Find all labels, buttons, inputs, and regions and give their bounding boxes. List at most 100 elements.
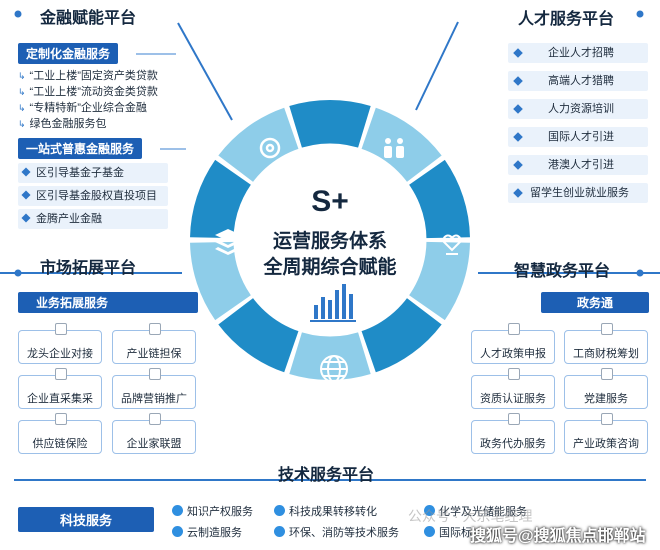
- cube-icon: [513, 76, 523, 86]
- tech-item-2: 科技成果转移转化: [274, 503, 377, 519]
- wheel-segment: [218, 297, 299, 373]
- gov-service-tag: 政务通: [541, 292, 649, 313]
- badge-icon: [508, 368, 520, 380]
- center-title: S+: [311, 185, 349, 218]
- finance-item-4: ↳绿色金融服务包: [18, 115, 107, 131]
- tech-item-label: 环保、消防等技术服务: [289, 527, 399, 539]
- talent-item-6: 留学生创业就业服务: [508, 183, 648, 203]
- finance-item-3: ↳“专精特新”企业综合金融: [18, 99, 147, 115]
- finance-platform-title: 金融赋能平台: [40, 10, 137, 27]
- gov-card-label: 人才政策申报: [480, 348, 546, 360]
- market-card-2: 产业链担保: [112, 323, 196, 364]
- gov-card-1: 人才政策申报: [471, 323, 555, 364]
- finance-item-label: 绿色金融服务包: [29, 118, 107, 130]
- bullet-icon: ↳: [18, 103, 26, 113]
- tech-item-label: 科技成果转移转化: [289, 506, 377, 518]
- market-card-label: 供应链保险: [32, 438, 88, 450]
- gov-card-label: 党建服务: [584, 393, 628, 405]
- gov-card-2: 工商财税筹划: [564, 323, 648, 364]
- finance-box-3: 金腾产业金融: [18, 209, 168, 229]
- gov-platform-title: 智慧政务平台: [514, 263, 611, 280]
- center-line2: 全周期综合赋能: [263, 257, 397, 278]
- finance-coin-icon: [259, 137, 281, 159]
- wheel-segment: [361, 297, 442, 373]
- finance-box-label: 区引导基金子基金: [36, 167, 124, 179]
- gov-card-label: 政务代办服务: [480, 438, 546, 450]
- finance-item-label: “工业上楼”流动资金类贷款: [29, 86, 158, 98]
- tech-service-tag: 科技服务: [18, 507, 154, 532]
- gov-card-label: 产业政策咨询: [573, 438, 639, 450]
- tech-item-label: 化学及光储能服务: [439, 506, 527, 518]
- cube-icon: [513, 188, 523, 198]
- wheel-segment: [361, 107, 442, 183]
- cart-icon: [55, 368, 67, 380]
- watermark-sohu: 搜狐号@搜狐焦点邯郸站: [470, 528, 646, 545]
- factory-icon: [601, 413, 613, 425]
- megaphone-icon: [149, 368, 161, 380]
- gear-icon: [274, 505, 285, 516]
- cloud-icon: [172, 526, 183, 537]
- business-expansion-tag: 业务拓展服务: [18, 292, 198, 313]
- umbrella-icon: [55, 413, 67, 425]
- watermark-account: 公众号 · 大宗笔经理: [408, 508, 533, 524]
- tech-item-5: 环保、消防等技术服务: [274, 524, 399, 540]
- wheel-segment: [289, 330, 371, 380]
- cube-icon: [21, 190, 31, 200]
- wheel-inner-ring: [233, 143, 427, 337]
- market-card-label: 企业家联盟: [126, 438, 182, 450]
- shield-icon: [149, 323, 161, 335]
- talent-platform-title: 人才服务平台: [518, 11, 615, 28]
- people-icon: [384, 138, 404, 158]
- talent-item-label: 留学生创业就业服务: [530, 187, 629, 199]
- talent-item-label: 企业人才招聘: [548, 47, 614, 59]
- bar-chart-icon: [310, 284, 356, 322]
- cube-icon: [513, 48, 523, 58]
- wheel-segment: [289, 100, 371, 150]
- leaf-icon: [274, 526, 285, 537]
- market-card-6: 企业家联盟: [112, 413, 196, 454]
- market-card-label: 企业直采集采: [27, 393, 93, 405]
- talent-item-label: 人力资源培训: [548, 103, 614, 115]
- market-card-1: 龙头企业对接: [18, 323, 102, 364]
- inclusive-finance-tag: 一站式普惠金融服务: [18, 138, 143, 159]
- layers-icon: [215, 229, 241, 255]
- party-emblem-icon: [601, 368, 613, 380]
- tag-underline: [160, 148, 186, 150]
- globe-small-icon: [424, 526, 435, 537]
- wheel-segment: [218, 107, 299, 183]
- cube-icon: [513, 132, 523, 142]
- tag-underline: [136, 53, 176, 55]
- custom-finance-tag: 定制化金融服务: [18, 43, 119, 64]
- handshake-heart-icon: [442, 234, 462, 255]
- tech-item-4: 云制造服务: [172, 524, 242, 540]
- market-card-4: 品牌营销推广: [112, 368, 196, 409]
- flask-icon: [424, 505, 435, 516]
- center-line1: 运营服务体系: [272, 231, 387, 252]
- handshake-icon: [55, 323, 67, 335]
- finance-box-label: 金腾产业金融: [36, 213, 102, 225]
- talent-item-label: 港澳人才引进: [548, 159, 614, 171]
- bullet-icon: ↳: [18, 87, 26, 97]
- market-card-label: 品牌营销推广: [121, 393, 187, 405]
- cube-icon: [513, 160, 523, 170]
- gov-card-4: 党建服务: [564, 368, 648, 409]
- bullet-icon: ↳: [18, 119, 26, 129]
- document-icon: [508, 323, 520, 335]
- talent-item-label: 国际人才引进: [548, 131, 614, 143]
- tax-icon: [601, 323, 613, 335]
- market-platform-title: 市场拓展平台: [40, 260, 137, 277]
- market-card-3: 企业直采集采: [18, 368, 102, 409]
- finance-item-1: ↳“工业上楼”固定资产类贷款: [18, 67, 158, 83]
- gov-card-label: 资质认证服务: [480, 393, 546, 405]
- bullet-icon: ↳: [18, 71, 26, 81]
- ip-icon: [172, 505, 183, 516]
- tech-item-label: 云制造服务: [187, 527, 242, 539]
- gov-card-label: 工商财税筹划: [573, 348, 639, 360]
- tech-item-label: 国际标: [439, 527, 472, 539]
- market-card-label: 龙头企业对接: [27, 348, 93, 360]
- market-card-label: 产业链担保: [126, 348, 182, 360]
- finance-item-label: “专精特新”企业综合金融: [29, 102, 147, 114]
- tech-item-6: 国际标: [424, 524, 472, 540]
- talent-item-3: 人力资源培训: [508, 99, 648, 119]
- finance-box-label: 区引导基金股权直投项目: [36, 190, 157, 202]
